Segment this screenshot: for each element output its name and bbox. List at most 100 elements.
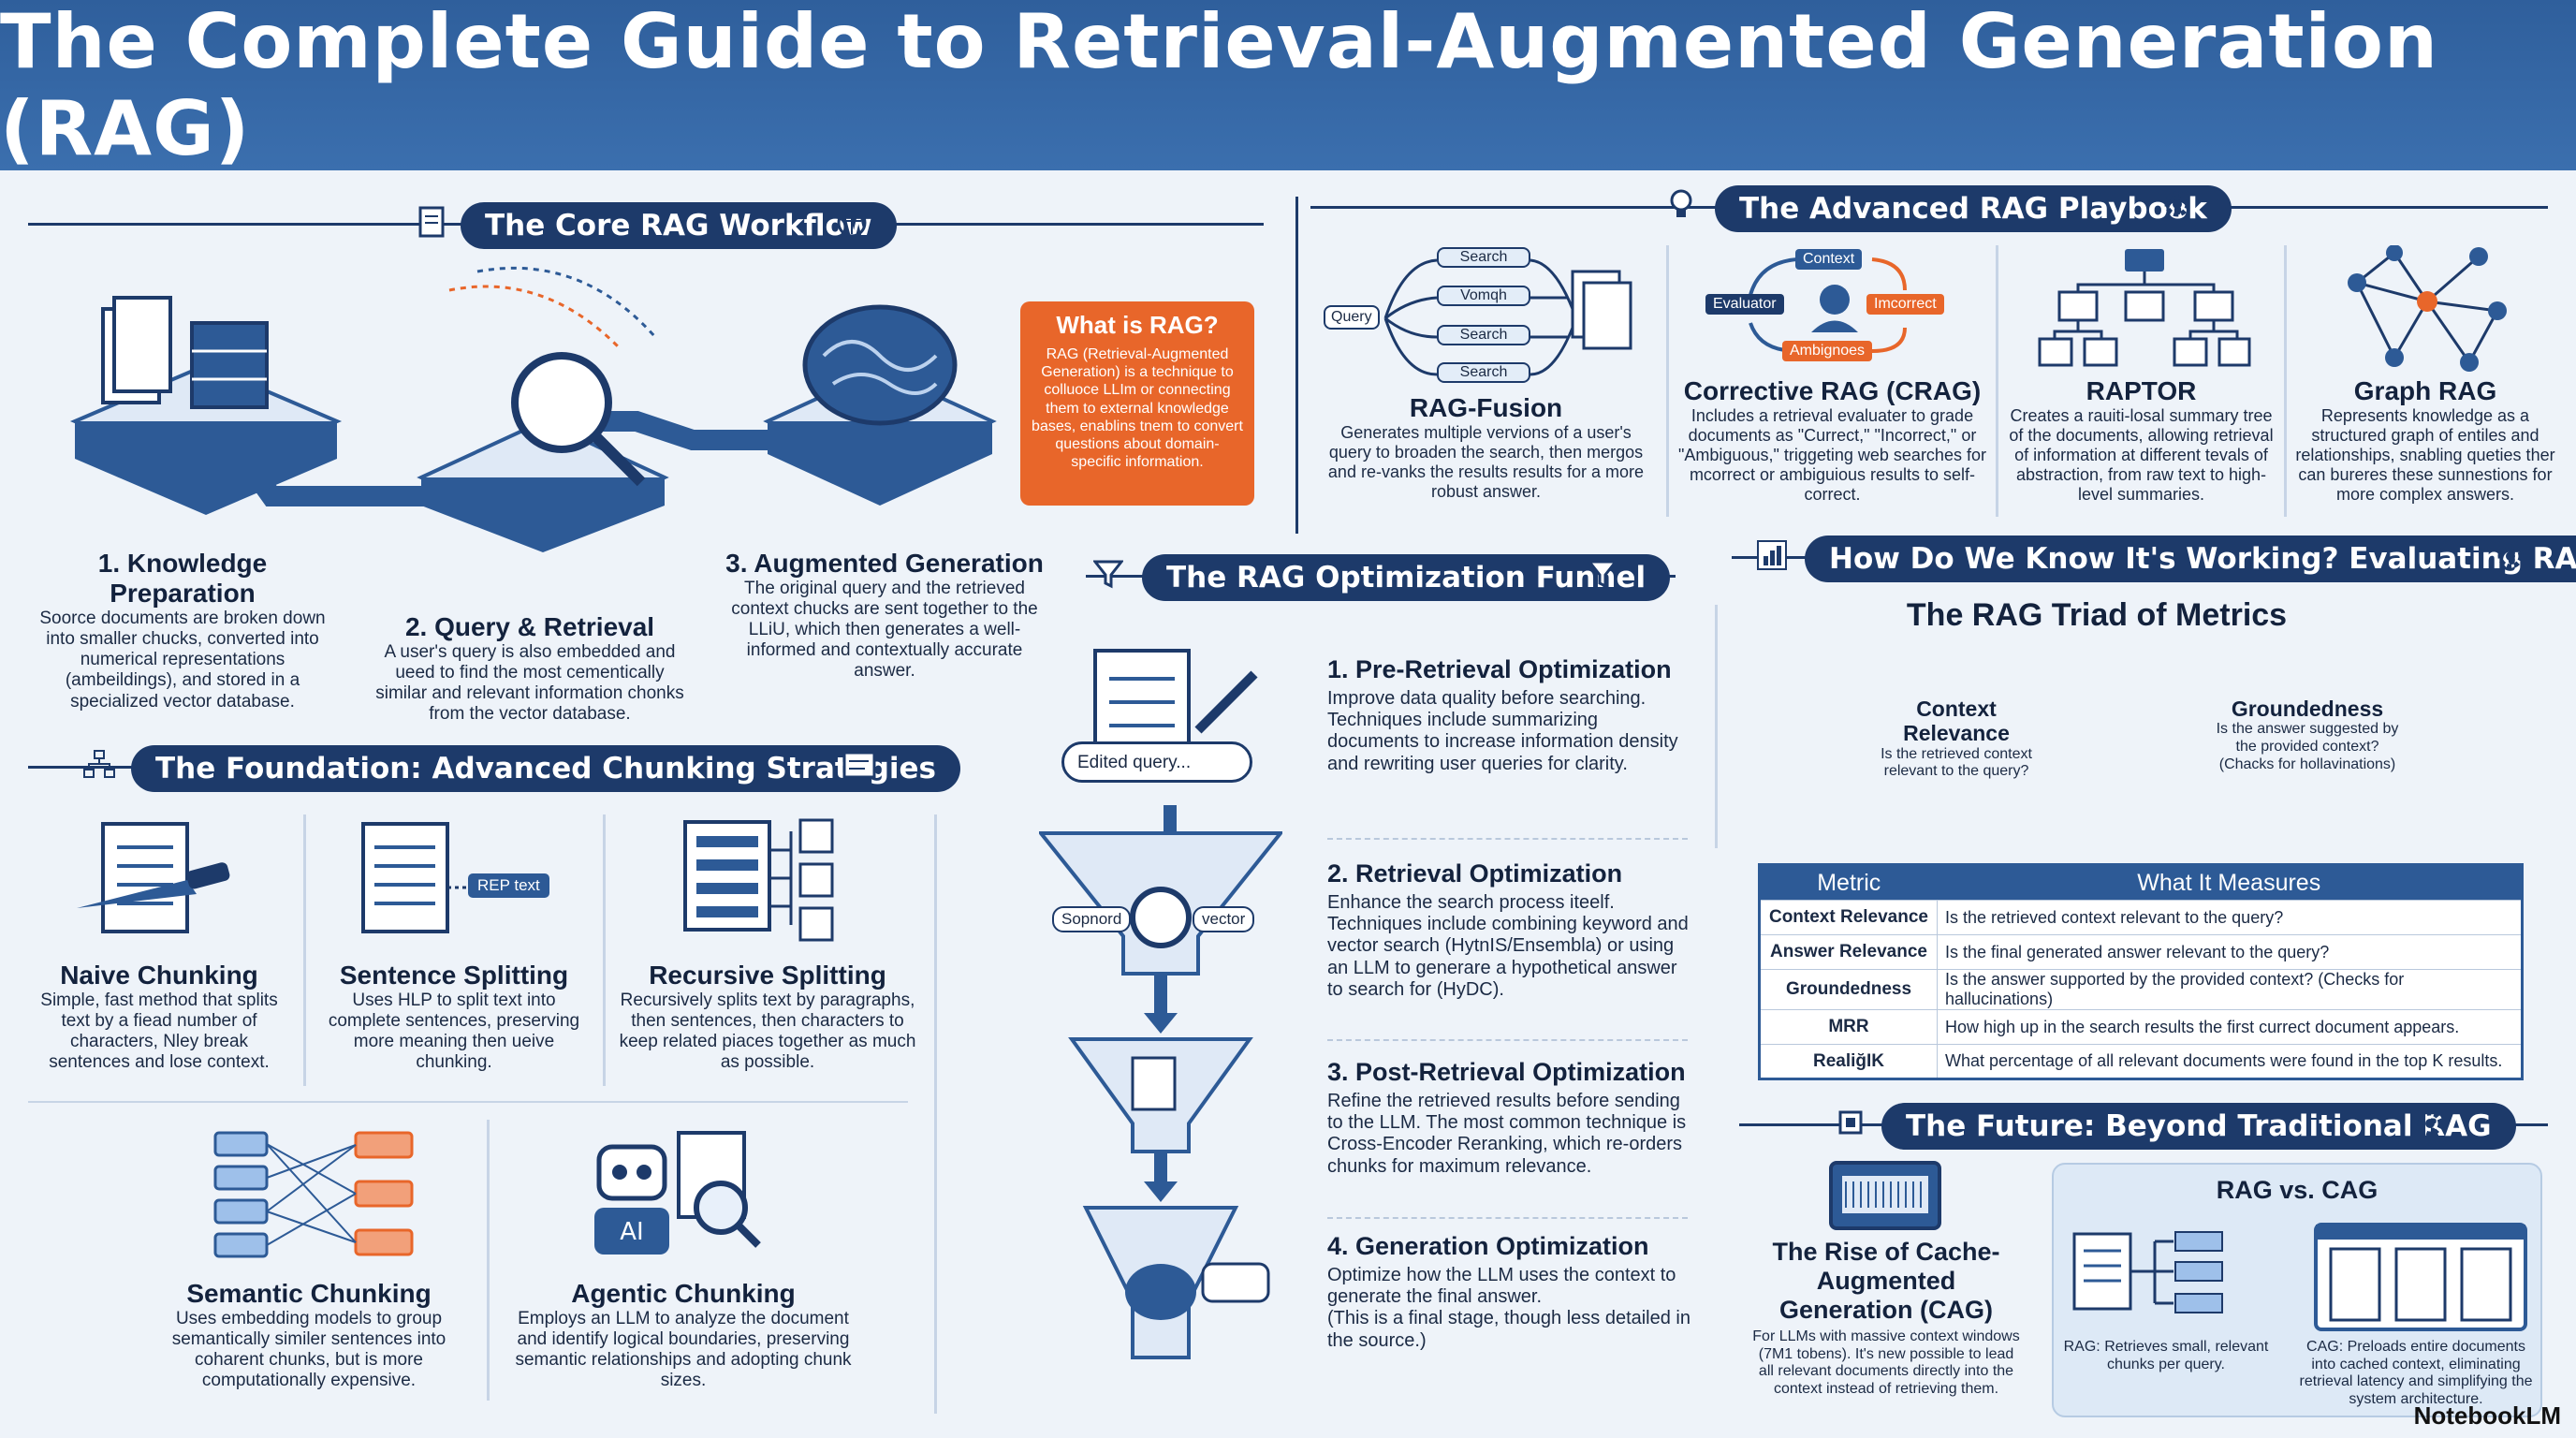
retrieval-platform bbox=[417, 266, 669, 552]
adv-divider-1 bbox=[1666, 245, 1669, 517]
core-heading: The Core RAG Workflow bbox=[461, 202, 897, 249]
funnel-step-desc: Enhance the search process iteelf. Techn… bbox=[1327, 892, 1689, 1000]
funnel-sep bbox=[1327, 1217, 1688, 1219]
search-node: Vomqh bbox=[1437, 286, 1530, 306]
metric-cell: Answer Relevance bbox=[1759, 934, 1938, 970]
keyword-label: Sopnord bbox=[1052, 906, 1132, 932]
metric-cell: MRR bbox=[1759, 1009, 1938, 1045]
filter-icon bbox=[1588, 560, 1617, 589]
section-divider bbox=[1295, 197, 1298, 534]
lightbulb-icon bbox=[1670, 189, 1692, 217]
funnel-step-title: 2. Retrieval Optimization bbox=[1327, 859, 1623, 888]
measure-cell: How high up in the search results the fi… bbox=[1937, 1009, 2523, 1045]
knife-document-icon bbox=[77, 822, 230, 933]
adv-title: RAG-Fusion bbox=[1409, 393, 1563, 422]
rag-docs-icon bbox=[2072, 1231, 2223, 1313]
chunk-divider-4 bbox=[487, 1120, 490, 1401]
corrective-rag: Corrective RAG (CRAG)Includes a retrieva… bbox=[1676, 376, 1989, 505]
cag-title: The Rise of Cache-Augmented Generation (… bbox=[1772, 1238, 2000, 1325]
adv-title: Graph RAG bbox=[2353, 376, 2497, 405]
chunk-desc: Recursively splits text by paragraphs, t… bbox=[619, 990, 916, 1073]
gear-icon bbox=[2164, 191, 2190, 217]
robot-icon: AI bbox=[594, 1131, 761, 1255]
crag-incorrect: Imcorrect bbox=[1866, 294, 1944, 315]
what-is-rag-callout: What is RAG? RAG (Retrieval-Augmented Ge… bbox=[1020, 301, 1254, 506]
what-is-rag-title: What is RAG? bbox=[1056, 311, 1219, 339]
search-node: Search bbox=[1437, 247, 1530, 268]
adv-divider-2 bbox=[1996, 245, 1998, 517]
raptor-tree-icon bbox=[2038, 249, 2251, 367]
fusion-diagram bbox=[1383, 258, 1632, 376]
adv-desc: Creates a rauiti-losal summary tree of t… bbox=[2009, 406, 2274, 504]
notebooklm-logo: NotebookLM bbox=[2413, 1401, 2561, 1430]
chunk-title: Sentence Splitting bbox=[339, 961, 569, 990]
measure-cell: Is the final generated answer relevant t… bbox=[1937, 934, 2523, 970]
chunk-divider-2 bbox=[603, 814, 606, 1086]
crag-diagram bbox=[1749, 257, 1907, 353]
measure-cell: Is the retrieved context relevant to the… bbox=[1937, 900, 2523, 935]
knowledge-platform bbox=[69, 296, 343, 515]
adv-desc: Represents knowledge as a structured gra… bbox=[2295, 406, 2555, 504]
chunk-title: Agentic Chunking bbox=[571, 1279, 796, 1308]
page-title: The Complete Guide to Retrieval-Augmente… bbox=[0, 0, 2438, 172]
cag-cache-icon bbox=[2314, 1223, 2527, 1331]
semantic-network-icon bbox=[213, 1131, 414, 1258]
knowledge-graph-icon bbox=[2348, 245, 2507, 372]
hierarchy-icon bbox=[83, 750, 115, 778]
measure-cell: Is the answer supported by the provided … bbox=[1937, 969, 2523, 1010]
search-node: Search bbox=[1437, 325, 1530, 345]
filter-icon bbox=[1093, 560, 1123, 589]
chunk-divider-3 bbox=[934, 814, 937, 1414]
chunk-divider-1 bbox=[303, 814, 306, 1086]
funnel-step-desc: Refine the retrieved results before send… bbox=[1327, 1091, 1687, 1177]
sentence-split-icon bbox=[361, 822, 466, 933]
crag-ambiguous: Ambignoes bbox=[1782, 341, 1873, 361]
triad-metric-desc: Is the answer suggested by the provided … bbox=[2216, 721, 2399, 772]
svg-text:AI: AI bbox=[620, 1218, 643, 1246]
funnel-step-title: 4. Generation Optimization bbox=[1327, 1232, 1649, 1260]
rep-text-tag: REP text bbox=[468, 873, 549, 898]
chunk-desc: Uses HLP to split text into complete sen… bbox=[328, 990, 580, 1073]
adv-divider-3 bbox=[2284, 245, 2287, 517]
cag-desc: For LLMs with massive context windows (7… bbox=[1752, 1328, 2020, 1397]
chunk-row-divider bbox=[28, 1101, 908, 1103]
vs-title: RAG vs. CAG bbox=[2216, 1176, 2378, 1204]
step-knowledge-prep: 1. Knowledge Preparation Soorce document… bbox=[28, 549, 337, 712]
adv-title: RAPTOR bbox=[2086, 376, 2197, 405]
chunk-title: Naive Chunking bbox=[60, 961, 258, 990]
funnel-step-title: 3. Post-Retrieval Optimization bbox=[1327, 1058, 1686, 1086]
chunk-desc: Employs an LLM to analyze the document a… bbox=[515, 1309, 852, 1391]
col-header: Metric bbox=[1759, 864, 1938, 901]
search-node: Search bbox=[1437, 362, 1530, 383]
title-banner: The Complete Guide to Retrieval-Augmente… bbox=[0, 0, 2576, 172]
context-window-icon bbox=[1829, 1161, 1941, 1230]
triad-metric-title: Context Relevance bbox=[1903, 697, 2010, 746]
advanced-heading: The Advanced RAG Playbook bbox=[1715, 185, 2232, 232]
adv-desc: Generates multiple vervions of a user's … bbox=[1327, 423, 1645, 501]
cag-rise: The Rise of Cache-Augmented Generation (… bbox=[1750, 1238, 2022, 1398]
metric-cell: RealiğIK bbox=[1759, 1044, 1938, 1079]
step-query-retrieval: 2. Query & Retrieval A user's query is a… bbox=[371, 612, 689, 725]
step-desc: A user's query is also embedded and ueed… bbox=[375, 642, 684, 725]
step-title: 1. Knowledge Preparation bbox=[97, 549, 268, 609]
funnel-step-desc: Improve data quality before searching. T… bbox=[1327, 688, 1678, 774]
triad-metric-desc: Is the retrieved context relevant to the… bbox=[1881, 745, 2032, 780]
step-desc: Soorce documents are broken down into sm… bbox=[39, 609, 326, 712]
chunk-desc: Uses embedding models to group semantica… bbox=[171, 1309, 446, 1391]
